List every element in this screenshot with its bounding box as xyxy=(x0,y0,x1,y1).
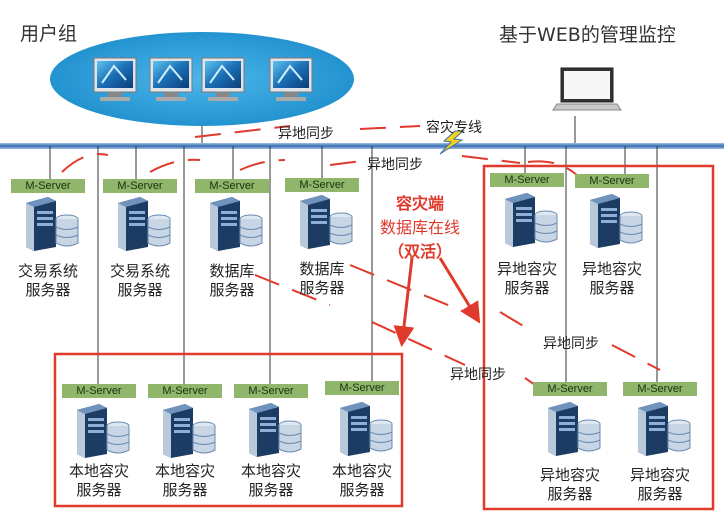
m-server-badge: M-Server xyxy=(62,384,136,398)
server-type-line: 服务器 xyxy=(547,485,593,503)
server-icon xyxy=(118,197,171,251)
dr-title: 容灾端 xyxy=(395,194,444,213)
monitor-icon xyxy=(269,57,313,101)
server-icon xyxy=(210,197,263,251)
server-icon xyxy=(249,403,302,457)
network-backbone xyxy=(0,143,724,149)
server-label: 数据库服务器 xyxy=(277,260,367,298)
server-name-line: 本地容灾 xyxy=(240,462,301,480)
remote-dr-box xyxy=(482,164,715,511)
m-server-badge: M-Server xyxy=(103,179,177,193)
user-group-title: 用户组 xyxy=(20,23,78,45)
server-label: 本地容灾服务器 xyxy=(317,462,407,500)
dr-dedicated-line-label: 容灾专线 xyxy=(426,120,482,136)
m-server-badge: M-Server xyxy=(11,179,85,193)
sync-label-2: 异地同步 xyxy=(367,157,423,173)
server-type-line: 服务器 xyxy=(637,485,683,503)
sync-label-1: 异地同步 xyxy=(278,126,334,142)
server-icon xyxy=(300,195,353,249)
server-icon xyxy=(26,197,79,251)
server-icon xyxy=(163,404,216,458)
server-label: 异地容灾服务器 xyxy=(525,466,615,504)
server-label: 异地容灾服务器 xyxy=(615,466,705,504)
server-icon xyxy=(505,193,558,247)
server-name-line: 数据库 xyxy=(299,260,345,278)
server-type-line: 服务器 xyxy=(299,279,345,297)
server-name-line: 异地容灾 xyxy=(629,466,690,484)
server-type-line: 服务器 xyxy=(76,481,122,499)
m-server-badge: M-Server xyxy=(285,178,359,192)
server-label: 数据库服务器 xyxy=(187,262,277,300)
m-server-badge: M-Server xyxy=(490,173,564,187)
server-icon xyxy=(77,404,130,458)
server-label: 交易系统服务器 xyxy=(95,262,185,300)
dr-subtitle: 数据库在线 xyxy=(379,218,460,237)
dr-mode: （双活） xyxy=(387,242,452,261)
m-server-badge: M-Server xyxy=(575,174,649,188)
server-icon xyxy=(340,402,393,456)
monitor-icon xyxy=(149,57,193,101)
lightning-bolt-icon xyxy=(439,130,465,155)
m-server-badge: M-Server xyxy=(623,382,697,396)
server-type-line: 服务器 xyxy=(209,281,255,299)
server-type-line: 服务器 xyxy=(117,281,163,299)
server-name-line: 交易系统 xyxy=(17,262,78,280)
server-icon xyxy=(548,402,601,456)
web-monitor-title: 基于WEB的管理监控 xyxy=(499,24,676,46)
sync-label-3: 异地同步 xyxy=(543,336,599,352)
server-label: 本地容灾服务器 xyxy=(226,462,316,500)
server-icon xyxy=(638,402,691,456)
server-label: 交易系统服务器 xyxy=(3,262,93,300)
server-label: 异地容灾服务器 xyxy=(482,260,572,298)
server-name-line: 数据库 xyxy=(209,262,255,280)
server-type-line: 服务器 xyxy=(589,279,635,297)
m-server-badge: M-Server xyxy=(533,382,607,396)
m-server-badge: M-Server xyxy=(325,381,399,395)
local-dr-box xyxy=(53,352,404,508)
m-server-badge: M-Server xyxy=(195,179,269,193)
m-server-badge: M-Server xyxy=(148,384,222,398)
monitor-icon xyxy=(93,57,137,101)
server-type-line: 服务器 xyxy=(162,481,208,499)
server-type-line: 服务器 xyxy=(25,281,71,299)
sync-label-4: 异地同步 xyxy=(450,367,506,383)
server-label: 本地容灾服务器 xyxy=(54,462,144,500)
server-connection-lines xyxy=(49,116,658,384)
server-name-line: 异地容灾 xyxy=(581,260,642,278)
server-name-line: 交易系统 xyxy=(109,262,170,280)
server-type-line: 服务器 xyxy=(339,481,385,499)
dr-arrows xyxy=(393,257,481,348)
laptop-icon xyxy=(552,67,622,111)
server-name-line: 本地容灾 xyxy=(154,462,215,480)
monitor-icon xyxy=(201,57,245,101)
server-name-line: 异地容灾 xyxy=(539,466,600,484)
server-type-line: 服务器 xyxy=(504,279,550,297)
server-name-line: 异地容灾 xyxy=(496,260,557,278)
server-icon xyxy=(590,194,643,248)
server-name-line: 本地容灾 xyxy=(331,462,392,480)
dr-annotation: 容灾端 数据库在线 （双活） xyxy=(360,190,480,262)
server-label: 本地容灾服务器 xyxy=(140,462,230,500)
server-type-line: 服务器 xyxy=(248,481,294,499)
server-label: 异地容灾服务器 xyxy=(567,260,657,298)
server-name-line: 本地容灾 xyxy=(68,462,129,480)
m-server-badge: M-Server xyxy=(234,384,308,398)
